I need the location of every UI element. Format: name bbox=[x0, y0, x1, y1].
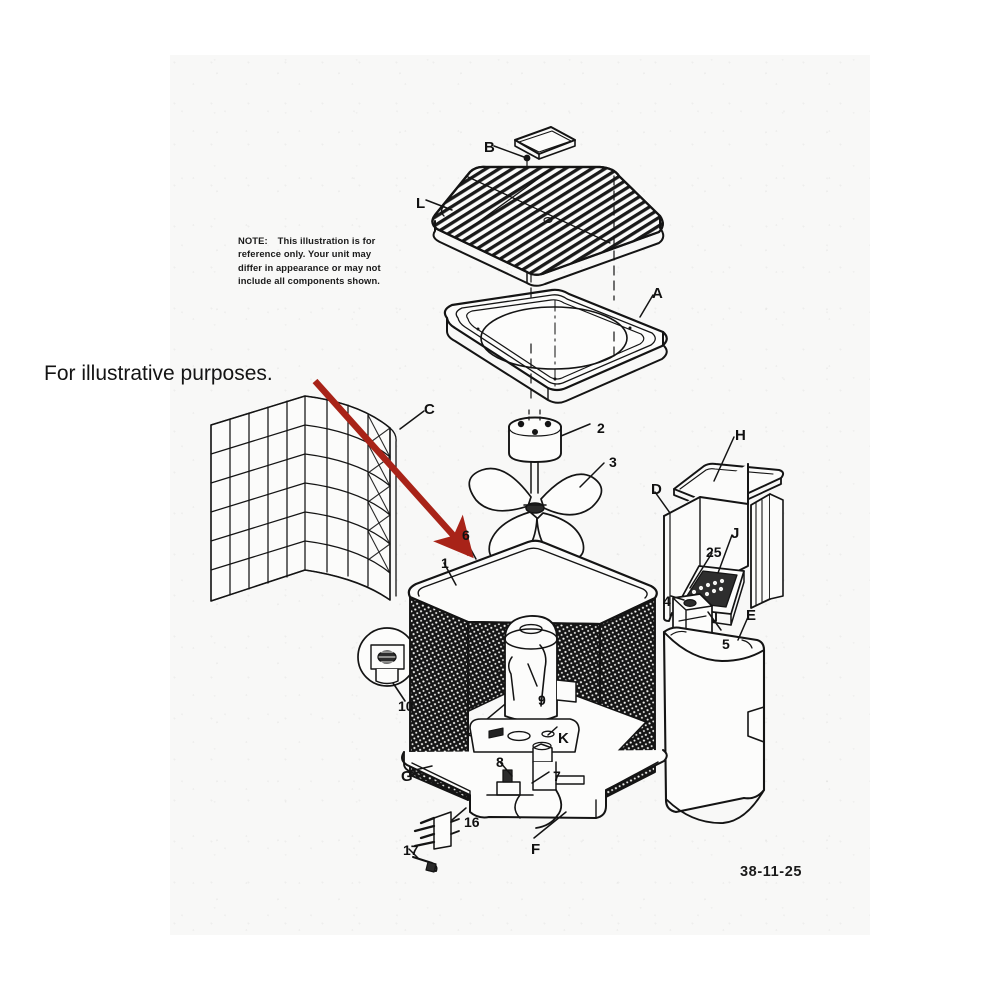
part-C-coil-wire-guard bbox=[210, 395, 397, 602]
callout-7-service-valve: 7 bbox=[553, 768, 561, 784]
part-10-detail-callout bbox=[357, 627, 417, 702]
note-line-4: include all components shown. bbox=[238, 275, 380, 287]
callout-g-base-pan: G bbox=[401, 768, 413, 785]
callout-9-compressor: 9 bbox=[538, 692, 546, 708]
part-2-fan-motor bbox=[508, 409, 562, 494]
callout-d-control-box-panel: D bbox=[651, 481, 662, 498]
part-16-wire-bracket bbox=[413, 811, 460, 850]
reference-note: NOTE: This illustration is for reference … bbox=[238, 234, 406, 287]
part-A-top-panel bbox=[443, 288, 668, 404]
drawing-reference-number: 38-11-25 bbox=[740, 864, 803, 880]
illustrative-purposes-annotation: For illustrative purposes. bbox=[44, 362, 273, 385]
callout-4-capacitor: 4 bbox=[663, 593, 671, 609]
callout-5-contactor: 5 bbox=[722, 636, 730, 652]
note-keyword: NOTE: bbox=[238, 235, 268, 246]
note-line-3: differ in appearance or may not bbox=[238, 261, 381, 273]
callout-l-fan-discharge-grille: L bbox=[416, 195, 426, 212]
callout-16-wire-tie-bracket: 16 bbox=[464, 814, 480, 830]
part-L-fan-grille bbox=[431, 165, 665, 287]
callout-h-corner-top-cover: H bbox=[735, 427, 746, 444]
callout-25-terminal-block: 25 bbox=[706, 544, 722, 560]
part-B-grille-screw-plate bbox=[514, 126, 576, 162]
note-line-2: reference only. Your unit may bbox=[238, 248, 372, 260]
callout-b-fan-grille-screw-plate: B bbox=[484, 139, 495, 156]
callout-10-grommet-detail: 10 bbox=[398, 698, 414, 714]
callout-c-coil-wire-guard: C bbox=[424, 401, 435, 418]
part-D-control-box-panel bbox=[663, 463, 784, 622]
part-17-ground-screw bbox=[412, 856, 438, 873]
part-E-corner-panel bbox=[662, 626, 766, 824]
callout-17-ground-screw: 17 bbox=[403, 842, 419, 858]
callout-6-condenser-coil: 6 bbox=[462, 527, 470, 543]
callout-k-compressor-mount-plate: K bbox=[558, 730, 569, 747]
callout-2-fan-motor: 2 bbox=[597, 420, 605, 436]
part-9-compressor bbox=[469, 615, 580, 753]
callout-j-contactor-bracket: J bbox=[731, 525, 740, 542]
callout-8-suction-line-valve: 8 bbox=[496, 754, 504, 770]
callout-e-corner-post-panel: E bbox=[746, 607, 757, 624]
callout-f-liquid-line-service-valve: F bbox=[531, 841, 541, 858]
part-1-condenser-coil-cabinet bbox=[401, 539, 668, 819]
note-line-1: This illustration is for bbox=[277, 235, 376, 246]
callout-1-coil-assembly: 1 bbox=[441, 555, 449, 571]
callout-3-fan-blade: 3 bbox=[609, 454, 617, 470]
callout-a-top-panel: A bbox=[652, 285, 663, 302]
